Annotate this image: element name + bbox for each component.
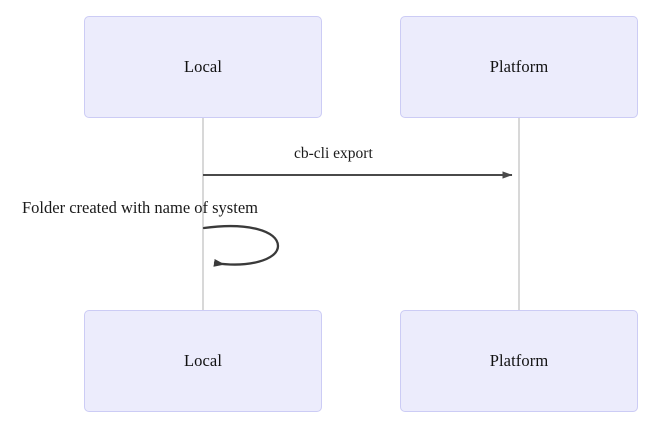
participant-header-platform-label: Platform xyxy=(489,56,549,76)
participant-header-local[interactable]: Local xyxy=(84,16,322,118)
participant-footer-local-label: Local xyxy=(183,350,223,370)
participant-footer-platform-label: Platform xyxy=(489,350,549,370)
message-label-cb-cli-export: cb-cli export xyxy=(294,145,373,162)
participant-header-platform[interactable]: Platform xyxy=(400,16,638,118)
participant-footer-platform[interactable]: Platform xyxy=(400,310,638,412)
message-selfloop-folder-created xyxy=(202,224,280,267)
participant-header-local-label: Local xyxy=(183,56,223,76)
participant-footer-local[interactable]: Local xyxy=(84,310,322,412)
message-label-folder-created: Folder created with name of system xyxy=(22,198,258,217)
